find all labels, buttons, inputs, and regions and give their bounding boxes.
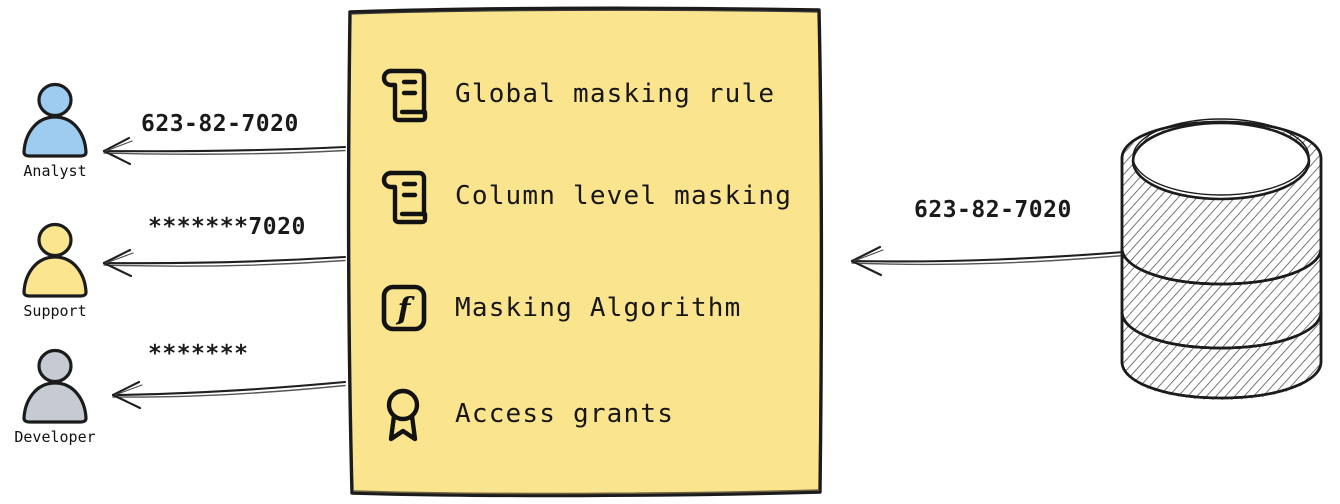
person-icon [22, 82, 88, 158]
policy-item-label: Masking Algorithm [455, 293, 742, 323]
policy-item-masking-algorithm[interactable]: f Masking Algorithm [377, 276, 742, 340]
actor-analyst[interactable]: Analyst [0, 82, 110, 180]
scroll-icon [381, 68, 428, 123]
actor-label: Analyst [23, 162, 87, 180]
policy-item-access-grants[interactable]: Access grants [377, 382, 674, 446]
actor-support[interactable]: Support [0, 222, 110, 320]
svg-text:f: f [396, 292, 416, 327]
person-icon [22, 222, 88, 298]
policy-item-label: Column level masking [455, 181, 793, 211]
scroll-icon [381, 170, 428, 225]
database-cylinder-icon[interactable] [1104, 112, 1340, 406]
policy-panel-background [346, 6, 824, 498]
function-box-icon: f [381, 284, 427, 332]
policy-panel: Global masking rule Column level masking [345, 4, 827, 498]
policy-item-list: Global masking rule Column level masking [345, 4, 827, 498]
actor-developer[interactable]: Developer [0, 348, 110, 446]
flow-arrows-left [102, 136, 347, 410]
policy-item-label: Access grants [455, 399, 675, 429]
person-icon [22, 348, 88, 424]
flow-label-analyst: 623-82-7020 [141, 111, 299, 137]
policy-item-label: Global masking rule [455, 79, 776, 109]
policy-item-global-masking-rule[interactable]: Global masking rule [377, 62, 775, 126]
flow-label-database: 623-82-7020 [914, 197, 1072, 223]
database-tier-top [1120, 118, 1323, 286]
flow-label-support: *******7020 [148, 214, 306, 240]
flow-arrow-database [850, 245, 1126, 277]
award-ribbon-icon [386, 388, 420, 442]
flow-label-developer: ******* [148, 341, 249, 367]
actor-label: Developer [14, 428, 96, 446]
actor-label: Support [23, 302, 87, 320]
policy-item-column-level-masking[interactable]: Column level masking [377, 164, 792, 228]
